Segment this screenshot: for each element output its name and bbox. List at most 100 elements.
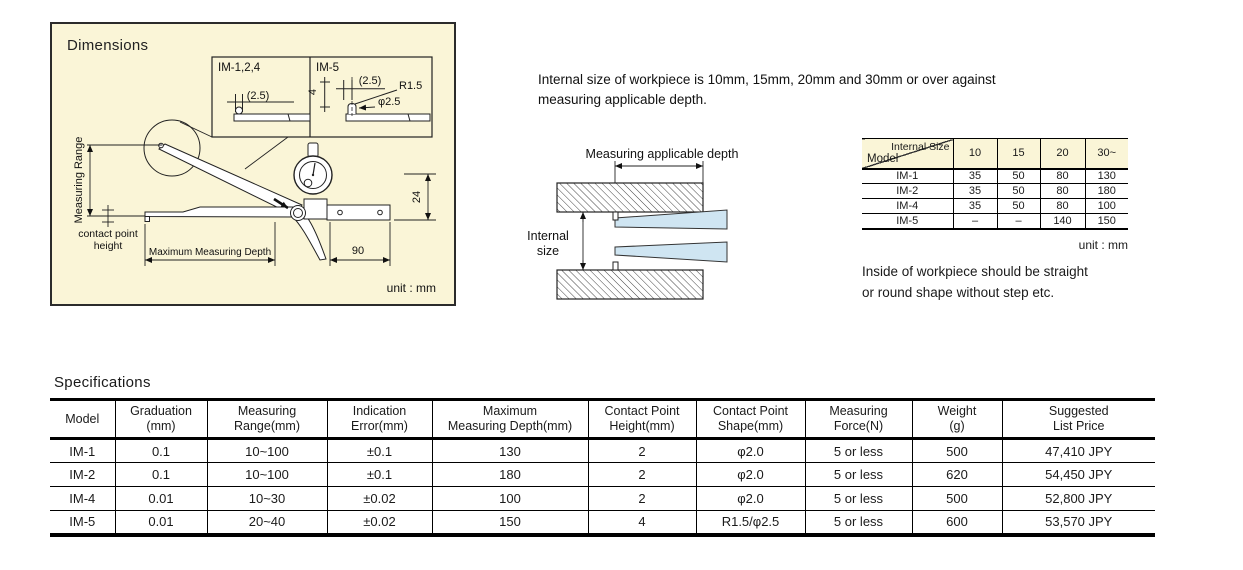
size-col-10: 10 (952, 138, 997, 169)
pivot-joint-inner (293, 208, 303, 218)
inset-dim4-label: 4 (307, 89, 319, 95)
size-col-15: 15 (996, 138, 1040, 169)
spec-cell: φ2.0 (695, 462, 805, 487)
dim-24 (394, 173, 436, 221)
spec-header-graduation: Graduation(mm) (114, 399, 207, 439)
callout-leader-right (244, 136, 289, 170)
spec-cell: 150 (431, 510, 588, 535)
size-model-cell: IM-4 (896, 200, 919, 212)
measuring-range-label: Measuring Range (73, 137, 85, 224)
max-depth-dimension (144, 222, 276, 266)
size-value-cell: 50 (996, 198, 1040, 214)
caliper-lower-arm (144, 206, 299, 218)
spec-cell: 100 (431, 486, 588, 511)
spec-cell: 500 (911, 438, 1002, 463)
depth-bar-hole (337, 209, 343, 216)
size-model-cell: IM-5 (896, 214, 919, 227)
spec-cell: ±0.1 (326, 462, 432, 487)
spec-cell: φ2.0 (695, 438, 805, 463)
size-value-cell: 35 (952, 168, 997, 184)
measuring-range-dimension (87, 144, 162, 217)
size-col-30: 30~ (1084, 138, 1128, 169)
spec-cell: ±0.02 (326, 510, 432, 535)
spec-cell: 4 (587, 510, 696, 535)
header-line: Graduation (130, 404, 192, 418)
size-table-header-row: Internal Size Model 10 15 20 30~ (862, 138, 1128, 169)
header-line: Force(N) (833, 419, 884, 433)
depth-diagram-label: Measuring applicable depth (586, 147, 739, 161)
spec-cell: ±0.02 (326, 486, 432, 511)
contact-height-dimension (102, 205, 114, 227)
size-model-cell: IM-2 (896, 185, 919, 197)
detail-inset-box: IM-1,2,4 IM-5 (2.5) (211, 56, 433, 138)
dim-90 (329, 222, 391, 266)
intro-line2: measuring applicable depth. (538, 92, 707, 107)
dim-90-label: 90 (352, 245, 364, 257)
spec-header-model: Model (50, 400, 115, 439)
size-value-cell: – (952, 213, 997, 229)
lower-arm-contact (612, 261, 619, 271)
spec-cell: 2 (587, 486, 696, 511)
header-line: Range(mm) (234, 419, 300, 433)
workpiece-lower-block (556, 269, 704, 300)
header-line: Measuring (829, 404, 888, 418)
size-table-row: IM-2 35 50 80 180 (862, 183, 1128, 199)
spec-cell: 5 or less (804, 510, 912, 535)
size-value-cell: – (996, 213, 1040, 229)
size-value-cell: 150 (1084, 213, 1128, 229)
size-table-diagonal-header: Internal Size Model (862, 138, 953, 169)
size-table-row: IM-5 – – 140 150 (862, 213, 1128, 229)
size-value-cell: 180 (1084, 183, 1128, 199)
size-value-cell: 35 (952, 183, 997, 199)
caliper-upper-arm (158, 143, 303, 217)
upper-arm-contact (612, 211, 619, 221)
workpiece-note: Inside of workpiece should be straight o… (862, 261, 1162, 303)
inset-left-dim-label: (2.5) (247, 90, 270, 102)
size-value-cell: 140 (1039, 213, 1085, 229)
spec-cell: 2 (587, 438, 696, 463)
lower-arm-in-bore (614, 241, 728, 263)
specifications-title: Specifications (54, 374, 151, 391)
callout-leader-left (179, 121, 213, 138)
spec-cell-price: 52,800 JPY (1001, 486, 1155, 511)
dim-unit-label: unit : mm (387, 281, 436, 295)
internal-size-table: Internal Size Model 10 15 20 30~ IM-1 35… (862, 138, 1128, 230)
size-table-row: IM-1 35 50 80 130 (862, 168, 1128, 184)
header-line: (mm) (146, 419, 176, 433)
header-line: Maximum (482, 404, 538, 418)
header-line: Shape(mm) (717, 419, 784, 433)
spec-cell: 0.01 (114, 510, 207, 535)
workpiece-diagram: Measuring applicable depth Internal size (527, 147, 739, 300)
upper-arm-in-bore (614, 209, 728, 230)
internal-size-label-line1: Internal (527, 229, 569, 243)
inset-left-label: IM-1,2,4 (218, 62, 261, 74)
workpiece-note-line2: or round shape without step etc. (862, 285, 1055, 300)
spec-cell: 5 or less (804, 438, 912, 463)
header-line: Measuring (237, 404, 297, 418)
size-col-20: 20 (1039, 138, 1085, 169)
header-line: Measuring Depth(mm) (447, 419, 573, 433)
spec-cell: 5 or less (804, 462, 912, 487)
inset-im124-drawing (227, 94, 311, 122)
intro-line1: Internal size of workpiece is 10mm, 15mm… (538, 72, 996, 87)
header-line: Height(mm) (609, 419, 675, 433)
header-line: List Price (1053, 419, 1105, 433)
header-line: (g) (949, 419, 965, 433)
inset-im5-drawing (320, 77, 431, 122)
header-line: Contact Point (712, 404, 789, 418)
size-model-cell: IM-1 (896, 170, 919, 183)
spec-cell: 10~30 (206, 486, 327, 511)
spec-cell: 620 (911, 462, 1002, 487)
spec-cell-model: IM-5 (69, 514, 96, 530)
spec-cell-price: 54,450 JPY (1001, 462, 1155, 487)
diag-header-internal-size: Internal Size (891, 141, 950, 153)
spec-cell-model: IM-1 (69, 443, 96, 459)
size-value-cell: 100 (1084, 198, 1128, 214)
spec-cell: 130 (431, 438, 588, 463)
detail-callout-circle (143, 119, 201, 177)
